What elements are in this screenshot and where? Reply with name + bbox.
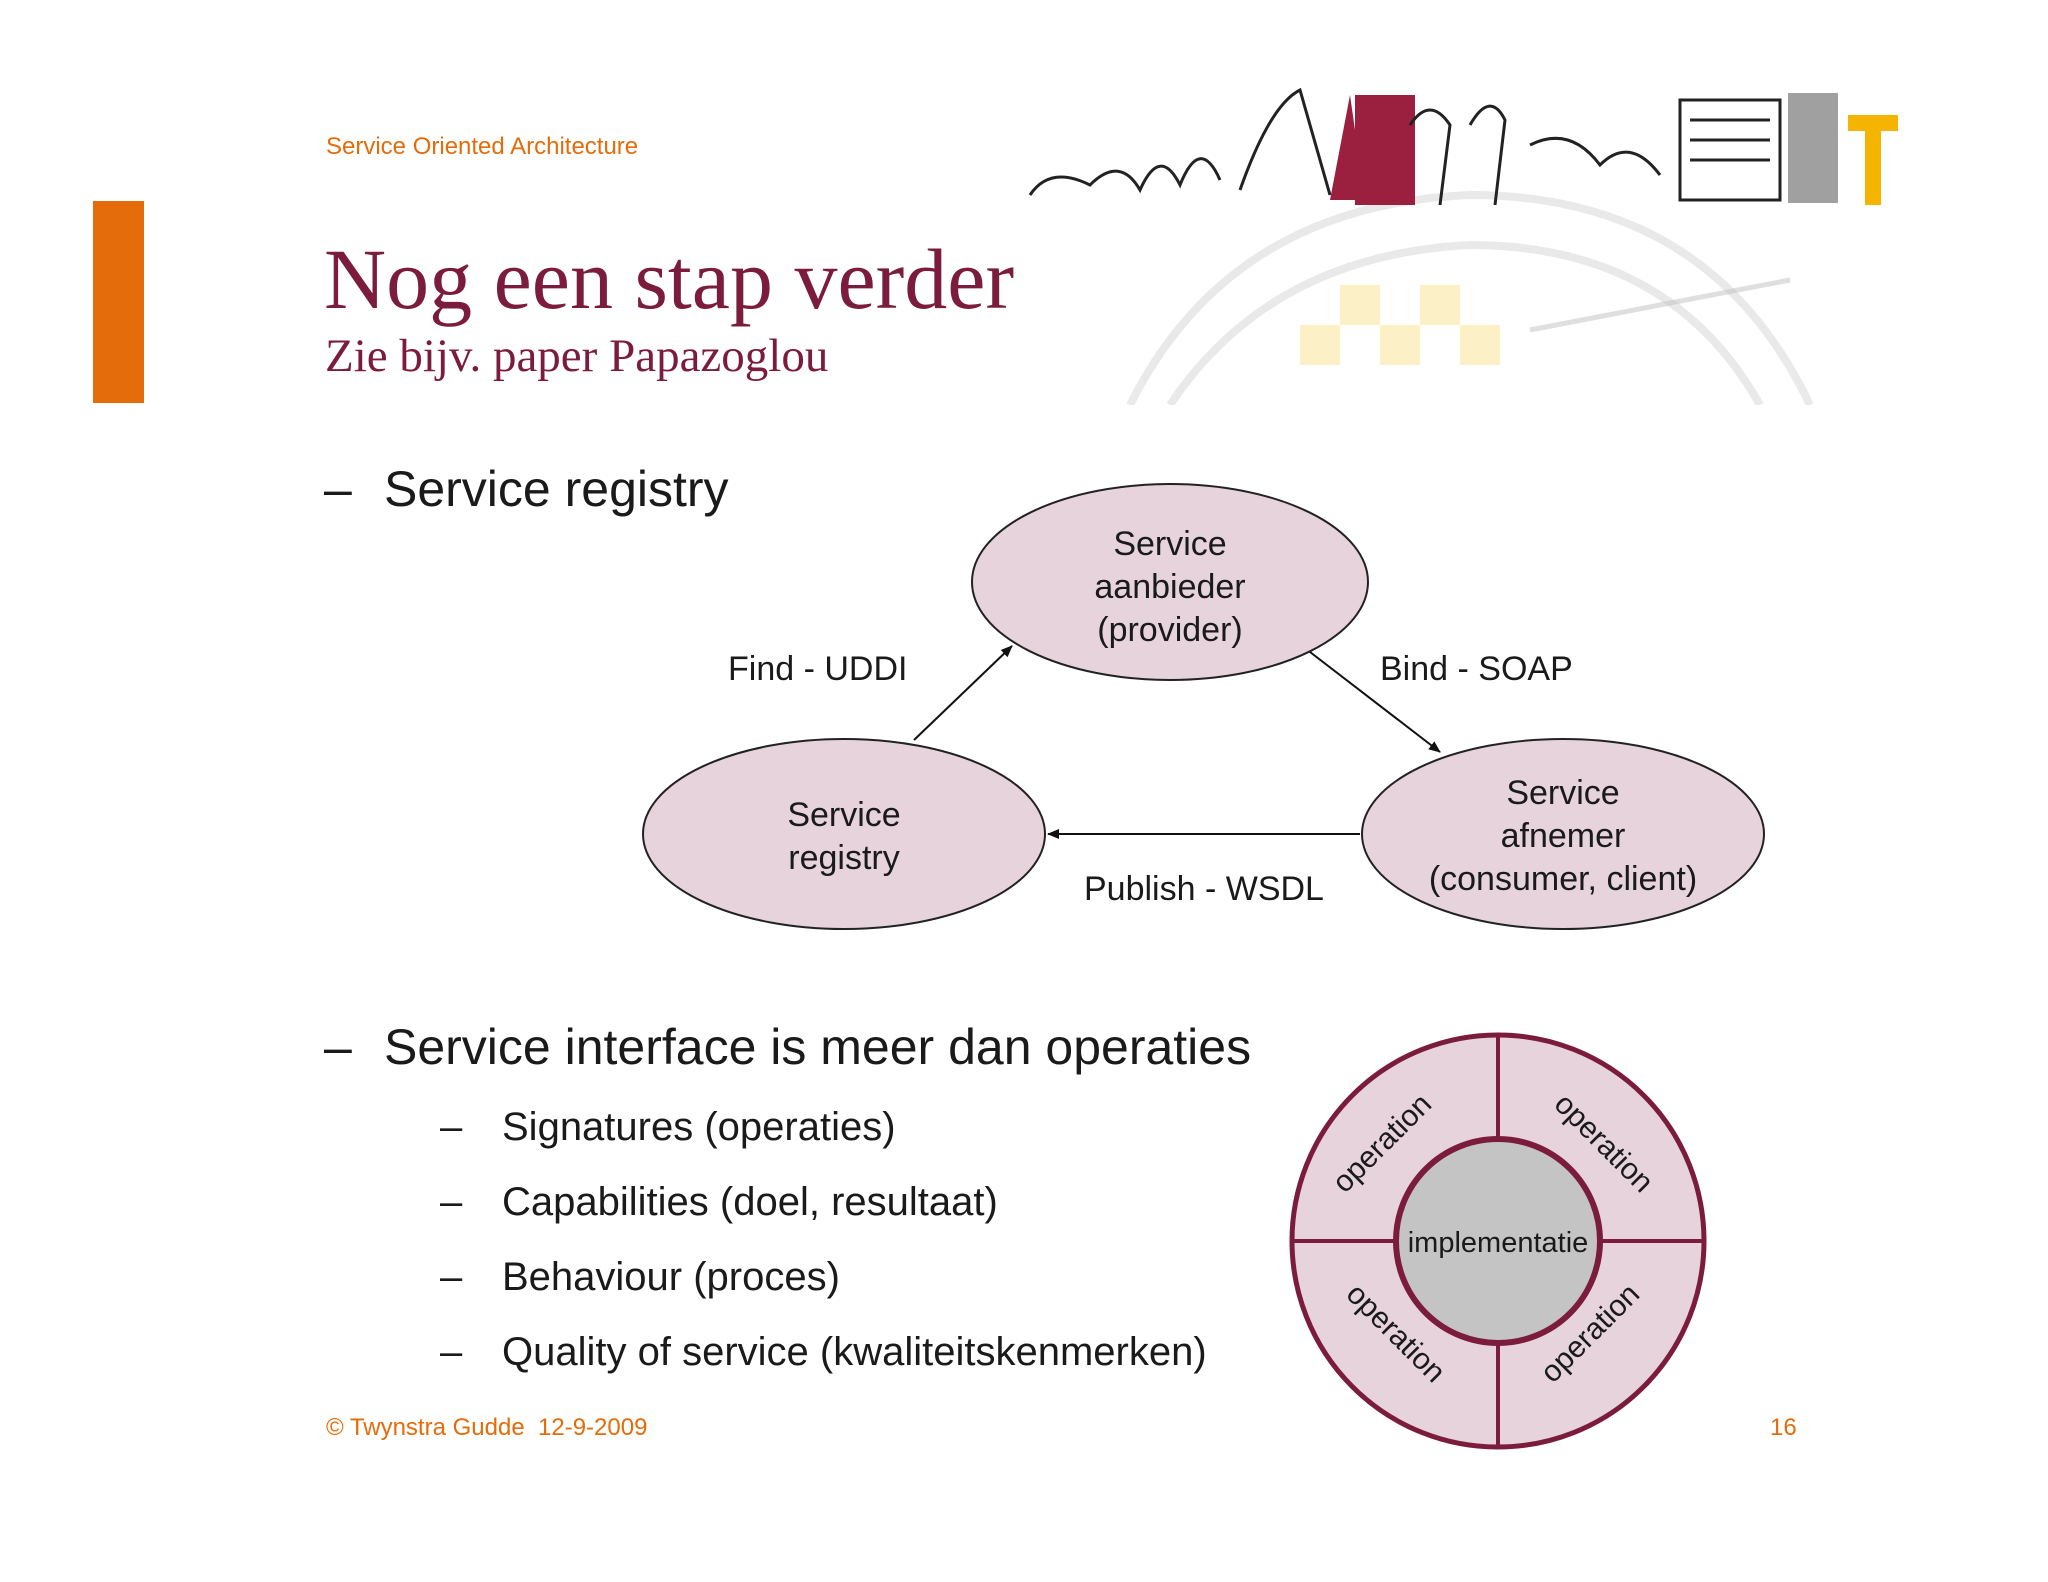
sub-bullet-signatures: –Signatures (operaties) <box>440 1105 896 1150</box>
sub-bullet-text: Behaviour (proces) <box>502 1255 840 1299</box>
bullet-text: Service registry <box>384 461 729 517</box>
bullet-dash: – <box>324 461 352 517</box>
service-triangle-diagram: Service aanbieder (provider) Service reg… <box>642 483 1765 930</box>
bullet-service-registry: –Service registry <box>324 460 729 518</box>
sub-bullet-dash: – <box>440 1180 463 1224</box>
find-label: Find - UDDI <box>728 650 907 688</box>
bullet-text: Service interface is meer dan operaties <box>384 1019 1252 1075</box>
bind-label: Bind - SOAP <box>1380 650 1573 688</box>
page-number: 16 <box>1770 1414 1797 1441</box>
provider-line-3: (provider) <box>1097 611 1242 649</box>
sub-bullet-dash: – <box>440 1255 463 1299</box>
provider-ellipse <box>971 483 1369 681</box>
bullet-dash: – <box>324 1019 352 1075</box>
footer-copyright: © Twynstra Gudde 12-9-2009 <box>326 1414 648 1441</box>
consumer-line-3: (consumer, client) <box>1429 860 1697 898</box>
find-arrow <box>913 645 1013 741</box>
publish-label: Publish - WSDL <box>1084 870 1324 908</box>
sub-bullet-text: Capabilities (doel, resultaat) <box>502 1180 998 1224</box>
page-subtitle: Zie bijv. paper Papazoglou <box>325 330 829 382</box>
sub-bullet-behaviour: –Behaviour (proces) <box>440 1255 840 1300</box>
accent-bar <box>93 201 144 403</box>
consumer-line-2: afnemer <box>1501 817 1626 855</box>
sub-bullet-text: Signatures (operaties) <box>502 1105 896 1149</box>
registry-line-1: Service <box>787 796 900 834</box>
company-logo-sketch-icon <box>1028 87 1898 405</box>
sub-bullet-dash: – <box>440 1105 463 1149</box>
consumer-ellipse <box>1361 738 1765 930</box>
provider-line-2: aanbieder <box>1094 568 1245 606</box>
sub-bullet-capabilities: –Capabilities (doel, resultaat) <box>440 1180 998 1225</box>
wheel-center <box>1393 1136 1603 1346</box>
bind-arrow <box>1309 651 1441 753</box>
sub-bullet-dash: – <box>440 1330 463 1374</box>
consumer-line-1: Service <box>1506 774 1619 812</box>
registry-ellipse <box>642 738 1046 930</box>
bullet-service-interface: –Service interface is meer dan operaties <box>324 1018 1251 1076</box>
page-title: Nog een stap verder <box>324 231 1015 327</box>
sub-bullet-text: Quality of service (kwaliteitskenmerken) <box>502 1330 1207 1374</box>
registry-line-2: registry <box>788 839 899 877</box>
section-label: Service Oriented Architecture <box>326 133 639 160</box>
implementatie-label: implementatie <box>1408 1227 1589 1259</box>
service-interface-wheel: implementatie operation operation operat… <box>1289 1032 1707 1450</box>
provider-line-1: Service <box>1113 525 1226 563</box>
sub-bullet-quality: –Quality of service (kwaliteitskenmerken… <box>440 1330 1207 1375</box>
